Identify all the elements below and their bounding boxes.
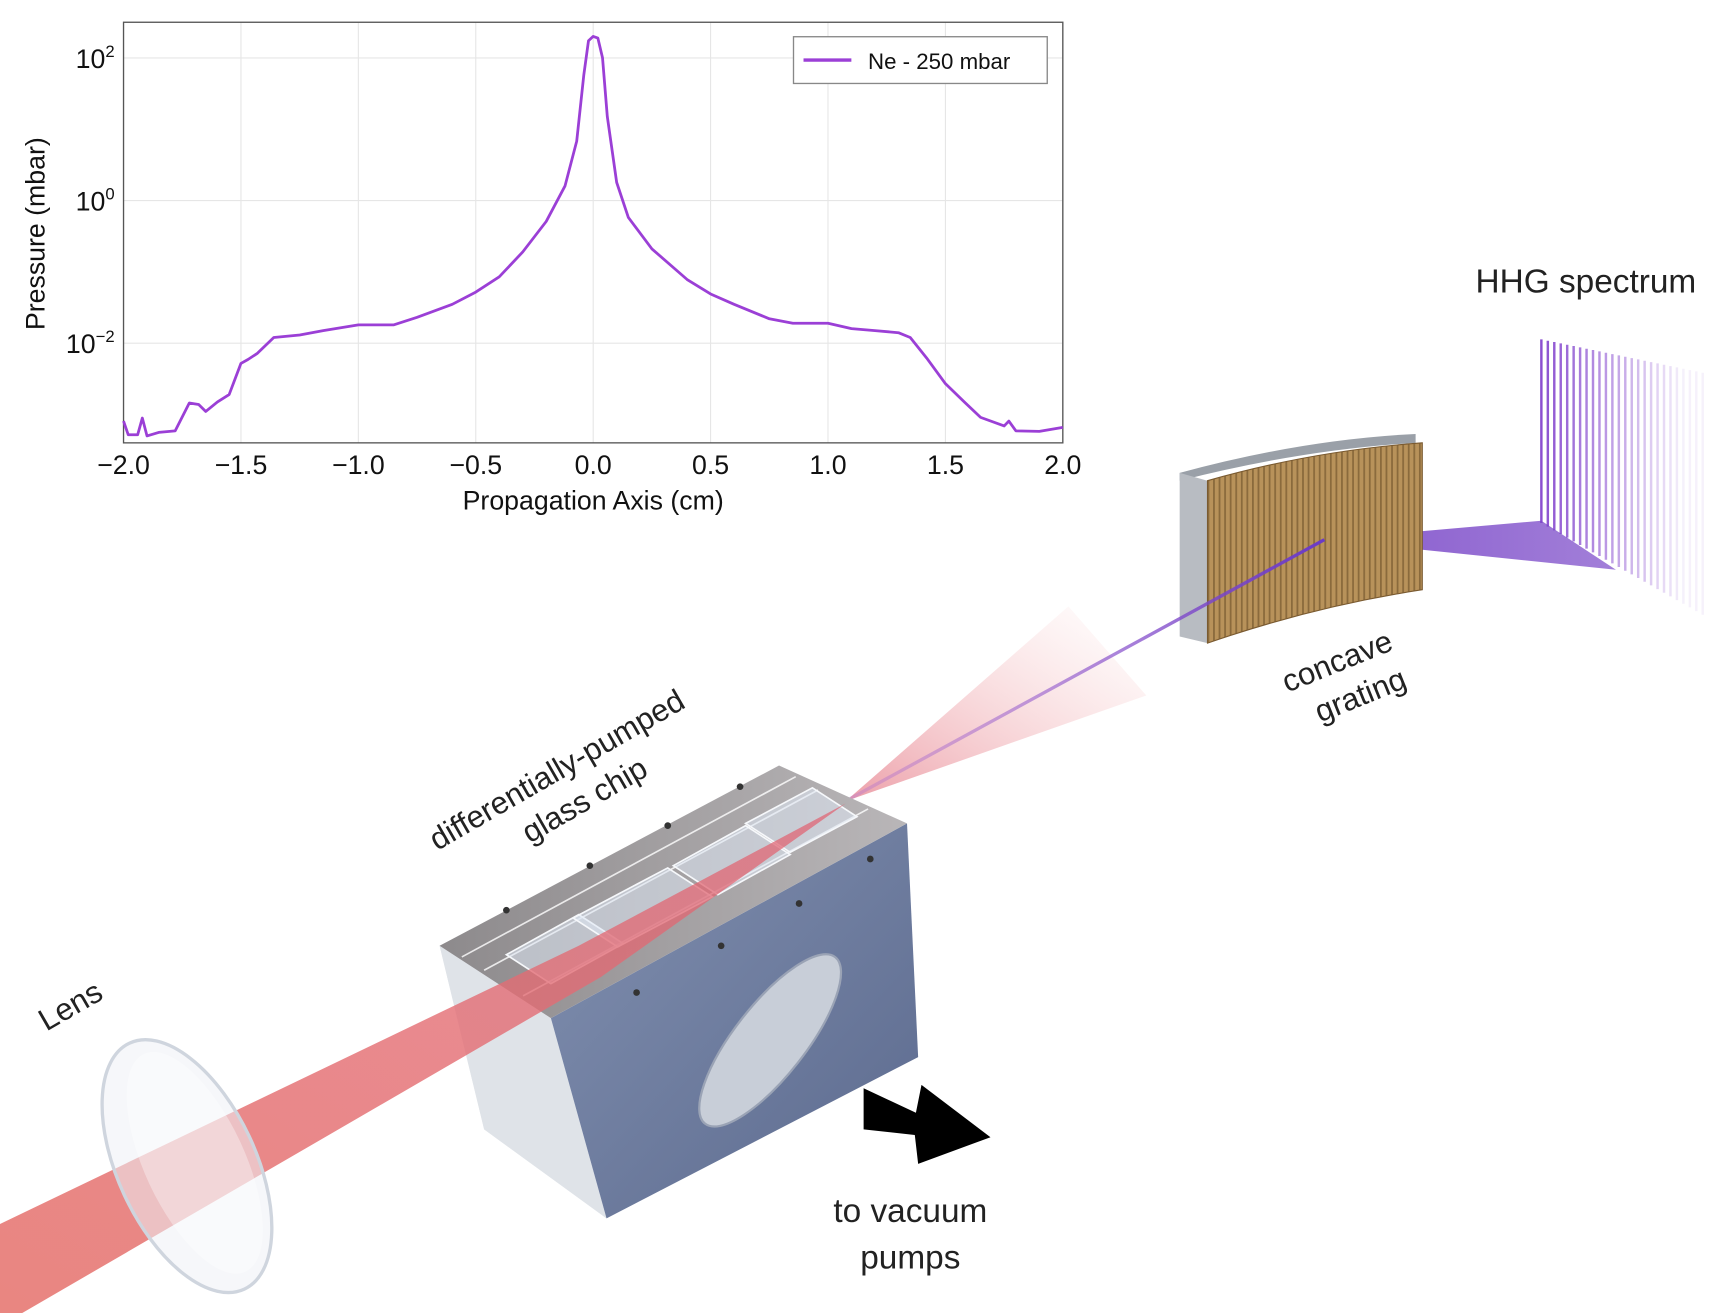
series-line-ne-250-mbar: [122, 34, 1064, 438]
x-tick-label: −1.0: [332, 450, 385, 480]
xuv-beam: [828, 538, 1326, 812]
glass-chip-assembly: [439, 765, 919, 1219]
arrow-right-icon: [863, 1084, 991, 1164]
x-tick-label: 2.0: [1044, 450, 1081, 480]
pump-port: [698, 953, 843, 1128]
y-axis-label: Pressure (mbar): [21, 137, 51, 330]
y-tick-label: 102: [76, 42, 115, 74]
x-tick-label: −1.5: [215, 450, 268, 480]
legend: Ne - 250 mbar: [792, 36, 1048, 85]
x-tick-label: 1.5: [927, 450, 964, 480]
x-tick-label: −0.5: [449, 450, 502, 480]
lens: [100, 1038, 274, 1295]
y-tick-labels: 102 100 10−2: [66, 42, 115, 359]
plot-frame: [122, 21, 1064, 444]
x-tick-label: −2.0: [97, 450, 150, 480]
legend-label: Ne - 250 mbar: [868, 49, 1011, 74]
label-vacuum-line1: to vacuum: [833, 1193, 987, 1230]
label-hhg-spectrum: HHG spectrum: [1476, 264, 1697, 301]
concave-grating: [1179, 433, 1423, 644]
hhg-setup-illustration: HHG spectrum concave grating differentia…: [0, 264, 1704, 1313]
y-tick-label: 10−2: [66, 327, 115, 359]
x-axis-label: Propagation Axis (cm): [463, 486, 724, 516]
diffracted-xuv-fan: [1324, 520, 1616, 570]
label-vacuum-line2: pumps: [860, 1239, 960, 1276]
chart-grid: [122, 22, 1064, 443]
x-tick-label: 1.0: [809, 450, 846, 480]
label-lens: Lens: [32, 974, 108, 1038]
hhg-spectrum-lines: [1540, 339, 1704, 615]
y-tick-label: 100: [76, 184, 115, 216]
x-tick-label: 0.5: [692, 450, 729, 480]
x-tick-labels: −2.0 −1.5 −1.0 −0.5 0.0 0.5 1.0 1.5 2.0: [97, 450, 1081, 480]
diverging-ir-beam: [845, 606, 1147, 802]
x-tick-label: 0.0: [575, 450, 612, 480]
